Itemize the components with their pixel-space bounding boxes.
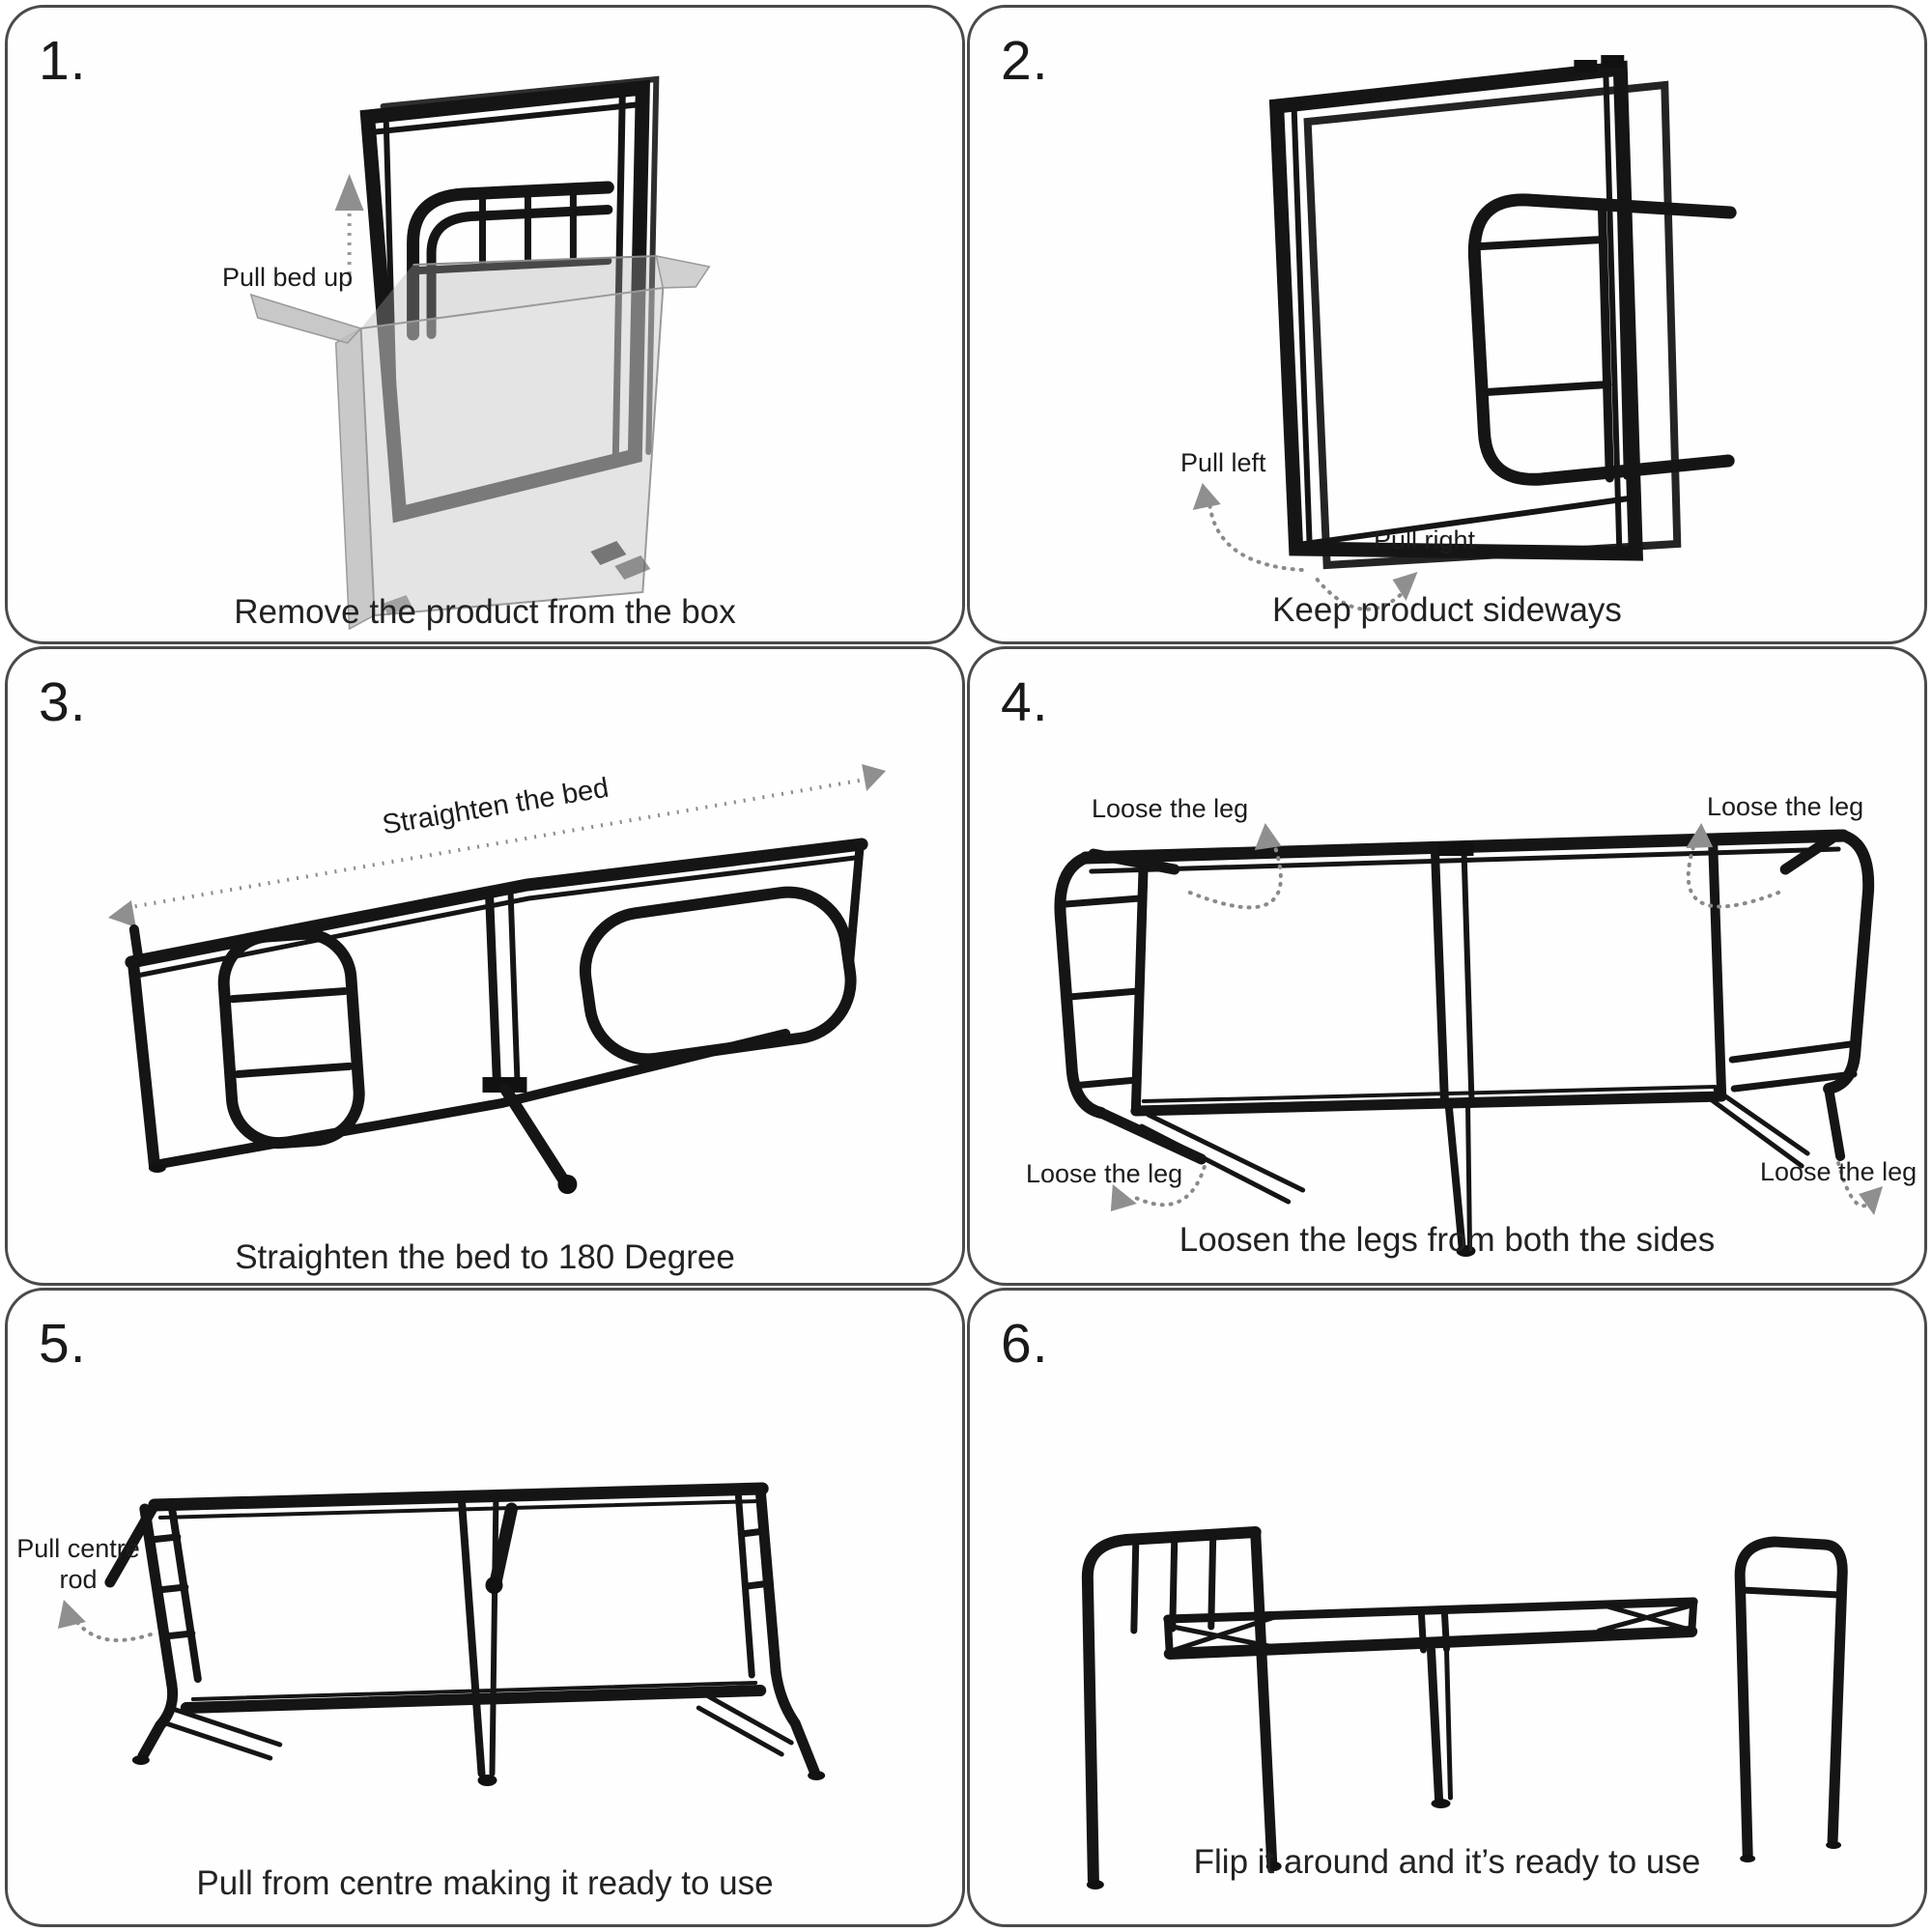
shipping-box [249, 255, 711, 631]
illustration-remove-from-box [249, 75, 711, 631]
illustration-loosen-legs [1054, 823, 1884, 1257]
curved-arrow-bottom-right-icon [1836, 1161, 1884, 1215]
assembled-bed-frame [1081, 1526, 1848, 1889]
annotation-pull-right: Pull right [1374, 526, 1476, 554]
step-panel-1: 1. Pull bed up Remove the product from t… [5, 5, 965, 644]
annotation-loose-leg-top-right: Loose the leg [1707, 792, 1864, 821]
step-number: 1. [39, 30, 87, 92]
step-panel-3: 3. Straighten the bed Straighten the bed… [5, 646, 965, 1286]
curved-arrow-top-left-icon [1187, 823, 1283, 910]
step-panel-4: 4. Loose the leg Loose the leg Loose the… [967, 646, 1927, 1286]
step-number: 3. [39, 671, 87, 733]
up-arrow-icon [334, 174, 364, 284]
annotation-loose-leg-bottom-left: Loose the leg [1026, 1159, 1183, 1188]
step-panel-5: 5. Pull centre rod Pull from centre maki… [5, 1288, 965, 1927]
step-number: 4. [1001, 671, 1049, 733]
step-caption: Remove the product from the box [234, 593, 736, 631]
step-caption: Keep product sideways [1272, 591, 1622, 629]
annotation-pull-bed-up: Pull bed up [222, 263, 354, 292]
illustration-pull-centre-rod [57, 1482, 826, 1786]
inverted-bed-frame [1054, 829, 1875, 1257]
annotation-loose-leg-top-left: Loose the leg [1092, 794, 1249, 823]
illustration-straighten-bed [107, 764, 887, 1194]
curved-arrow-top-right-icon [1686, 823, 1781, 909]
annotation-pull-centre-rod: Pull centre rod [16, 1534, 140, 1594]
curved-arrow-right-icon [1315, 572, 1418, 611]
step-caption: Pull from centre making it ready to use [196, 1864, 774, 1902]
annotation-loose-leg-bottom-right: Loose the leg [1760, 1157, 1918, 1186]
step-caption: Straighten the bed to 180 Degree [235, 1238, 735, 1276]
step-number: 6. [1001, 1313, 1049, 1375]
curved-arrow-centre-rod-icon [57, 1600, 153, 1642]
bed-frame-legs-open [104, 1482, 826, 1786]
folded-bed-sideways [1268, 55, 1737, 570]
step-number: 5. [39, 1313, 87, 1375]
curved-arrow-bottom-left-icon [1110, 1165, 1207, 1211]
step-number: 2. [1001, 30, 1049, 92]
step-panel-2: 2. Pull left Pull right Keep product sid… [967, 5, 1927, 644]
annotation-pull-left: Pull left [1180, 448, 1266, 477]
step-caption: Loosen the legs from both the sides [1179, 1221, 1716, 1259]
unfolding-bed-frame [125, 838, 868, 1194]
curved-arrow-left-icon [1192, 483, 1304, 572]
double-arrow-icon [107, 764, 887, 927]
illustration-assembled-bed [1081, 1526, 1848, 1889]
step-caption: Flip it around and it’s ready to use [1193, 1843, 1701, 1881]
illustration-keep-sideways [1192, 55, 1737, 611]
step-panel-6: 6. Flip it around and it’s ready to use [967, 1288, 1927, 1927]
